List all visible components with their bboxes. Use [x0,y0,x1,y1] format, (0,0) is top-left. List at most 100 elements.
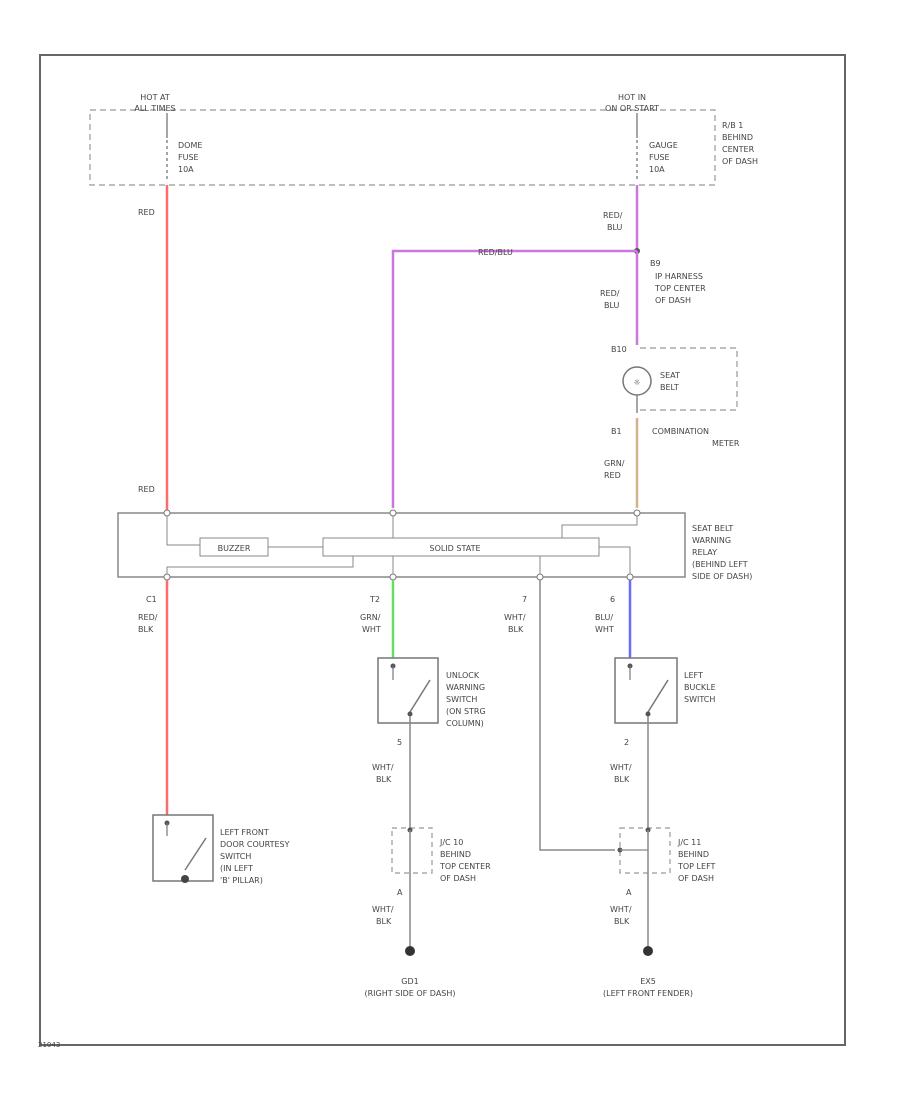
wire-bluwht-line2: WHT [595,625,614,634]
wire-whtblk-mid-line1: WHT/ [504,613,526,622]
relay-terminal-top-2 [389,509,397,517]
relay-terminal-top-3 [633,509,641,517]
ground-gd1-id: GD1 [401,977,418,986]
wire-grnwht-line2: WHT [362,625,381,634]
wire-grnred-line2: RED [604,471,621,480]
jc11-label-1: J/C 11 [677,838,701,847]
combination-meter-label: COMBINATION [652,427,709,436]
relay-terminal-bottom-1 [163,573,171,581]
unlock-switch-contact-bottom [407,711,413,717]
diagram-frame [39,54,846,1046]
wire-redblu-2-line1: RED/ [600,289,620,298]
wire-redblu-1-line1: RED/ [603,211,623,220]
wire-whtblk-jc10-line2: BLK [376,917,392,926]
wire-whtblk-jc11-line1: WHT/ [610,905,632,914]
buzzer-label: BUZZER [218,544,251,553]
combination-meter-outline [640,347,738,411]
relay-label-3: RELAY [692,548,717,557]
wire-redblk-line1: RED/ [138,613,158,622]
unlock-switch-label-5: COLUMN) [446,719,484,728]
pin-t2: T2 [369,595,380,604]
jc11-label-3: TOP LEFT [677,862,716,871]
fuse-box-label-1: R/B 1 [722,121,743,130]
fuse-right-label-2: FUSE [649,153,670,162]
buckle-switch-blade [647,679,669,713]
unlock-switch-label-3: SWITCH [446,695,477,704]
wire-redblu-1-line2: BLU [607,223,623,232]
buckle-switch-label-2: BUCKLE [684,683,716,692]
relay-terminal-bottom-2 [389,573,397,581]
ground-ex5-location: (LEFT FRONT FENDER) [603,989,693,998]
wire-bluwht-line1: BLU/ [595,613,613,622]
hot-right-line2: ON OR START [605,104,659,113]
fuse-right-label-3: 10A [649,165,665,174]
seat-belt-label-2: BELT [660,383,679,392]
jc10-label-3: TOP CENTER [439,862,491,871]
door-courtesy-switch [152,814,214,882]
relay-terminal-bottom-4 [626,573,634,581]
seat-belt-label-1: SEAT [660,371,680,380]
hot-left-line2: ALL TIMES [134,104,175,113]
relay-internal-bottom-right-b [599,546,631,574]
fuse-box-label-3: CENTER [722,145,755,154]
relay-internal-right-link [561,516,638,538]
courtesy-switch-label-1: LEFT FRONT [220,828,269,837]
wire-whtblk-mid-line2: BLK [508,625,524,634]
wire-redblu-2-line2: BLU [604,301,620,310]
pin-t6: 6 [610,595,615,604]
hot-left-line1: HOT AT [140,93,170,102]
wire-whtblk-jc11-line2: BLK [614,917,630,926]
ground-ex5-icon [643,946,653,956]
jc11-label-4: OF DASH [678,874,714,883]
wire-whtblk-buckle-line2: BLK [614,775,630,784]
jc10-outline [391,827,433,874]
meter-label: METER [712,439,740,448]
relay-terminal-bottom-3 [536,573,544,581]
harness-label-2: TOP CENTER [654,284,706,293]
relay-label-5: SIDE OF DASH) [692,572,752,581]
unlock-switch-blade [409,679,431,713]
wire-red-relay-label: RED [138,485,155,494]
fuse-box-outline [89,109,716,186]
fuse-left-label-2: FUSE [178,153,199,162]
courtesy-switch-blade [184,837,207,871]
wire-whtblk-buckle-line1: WHT/ [610,763,632,772]
jc10-label-2: BEHIND [440,850,471,859]
fuse-box-label-2: BEHIND [722,133,753,142]
pin-c1: C1 [146,595,157,604]
hot-right-line1: HOT IN [618,93,646,102]
jc11-label-2: BEHIND [678,850,709,859]
harness-label-1: IP HARNESS [655,272,703,281]
courtesy-switch-label-4: (IN LEFT [220,864,253,873]
ground-ex5-id: EX5 [640,977,656,986]
buckle-switch-label-1: LEFT [684,671,703,680]
wire-grnred-line1: GRN/ [604,459,625,468]
wire-whtblk-jc10-line1: WHT/ [372,905,394,914]
wire-redblk-line2: BLK [138,625,154,634]
wire-redblu-h-label: RED/BLU [478,248,513,257]
buckle-switch-label-3: SWITCH [684,695,715,704]
courtesy-switch-label-3: SWITCH [220,852,251,861]
courtesy-switch-ground-icon [181,875,189,883]
courtesy-switch-label-5: 'B' PILLAR) [220,876,263,885]
jc10-label-1: J/C 10 [439,838,463,847]
ground-gd1-icon [405,946,415,956]
unlock-warning-switch [377,657,439,724]
pin-b1: B1 [611,427,622,436]
buckle-switch-pin: 2 [624,738,629,747]
buckle-switch-contact-bottom [645,711,651,717]
wire-whtblk-unlock-line1: WHT/ [372,763,394,772]
fuse-box-label-4: OF DASH [722,157,758,166]
unlock-switch-label-4: (ON STRG [446,707,486,716]
harness-label-3: OF DASH [655,296,691,305]
unlock-switch-pin: 5 [397,738,402,747]
courtesy-switch-label-2: DOOR COURTESY [220,840,290,849]
pin-t7: 7 [522,595,527,604]
solid-state-label: SOLID STATE [429,544,480,553]
wire-whtblk-mid [539,580,615,851]
jc11-pin: A [626,888,632,897]
ground-gd1-location: (RIGHT SIDE OF DASH) [364,989,455,998]
jc10-label-4: OF DASH [440,874,476,883]
relay-terminal-top-1 [163,509,171,517]
